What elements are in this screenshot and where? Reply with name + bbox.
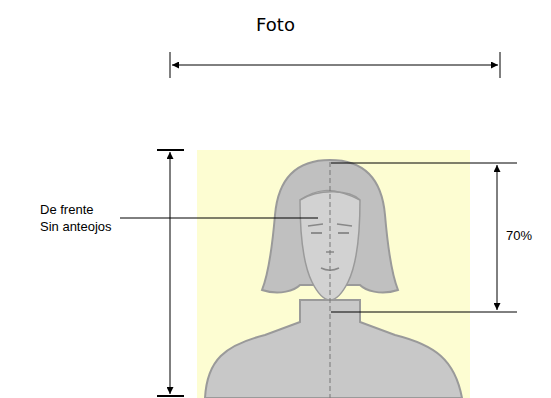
eyebrows	[308, 224, 352, 226]
note-label: De frente Sin anteojos	[40, 201, 115, 235]
title: Foto	[0, 14, 551, 35]
eyes	[311, 232, 349, 234]
height-dimension	[170, 152, 171, 394]
shoulders	[205, 300, 462, 398]
dimension-label: 70%	[506, 228, 532, 243]
leader-line	[120, 218, 318, 219]
center-line	[330, 162, 331, 398]
width-dimension	[172, 65, 498, 66]
head-dimension	[497, 165, 498, 310]
photo-ground	[197, 150, 470, 398]
